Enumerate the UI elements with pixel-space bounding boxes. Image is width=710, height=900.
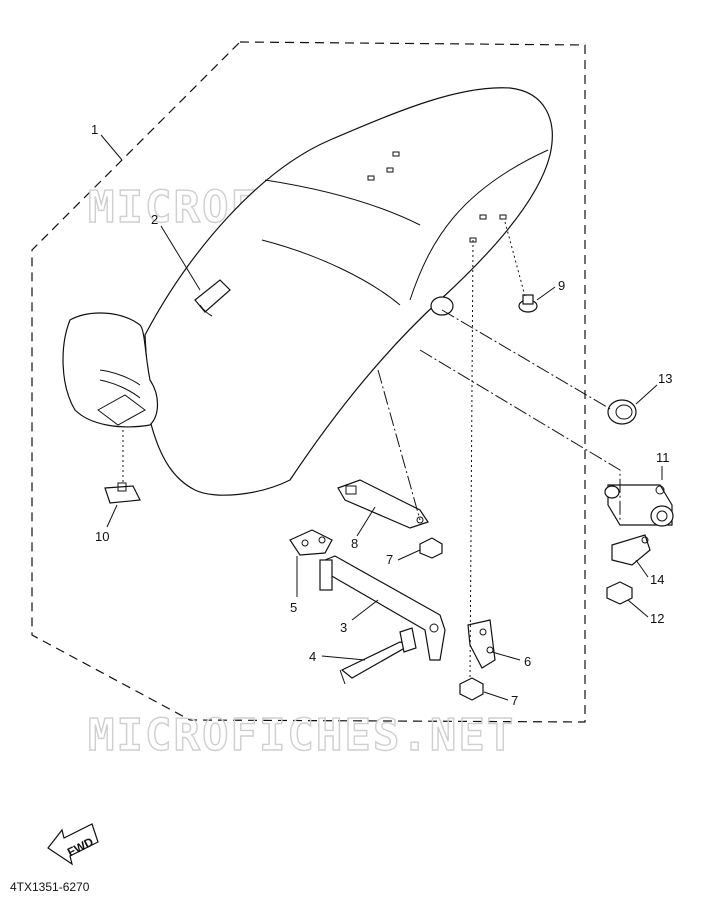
leader-2 xyxy=(160,225,201,291)
assembly-line-6 xyxy=(469,239,474,681)
leader-6 xyxy=(491,651,521,661)
nut-7-upper[interactable] xyxy=(419,537,443,559)
callout-3: 3 xyxy=(340,620,347,635)
seat-strap[interactable] xyxy=(194,279,231,317)
callout-7-lower: 7 xyxy=(511,693,518,708)
leader-7b xyxy=(483,691,509,701)
callout-11: 11 xyxy=(656,450,670,465)
seat-stay-8[interactable] xyxy=(337,479,429,529)
nut-12[interactable] xyxy=(606,581,633,605)
seat-hook-10[interactable] xyxy=(104,482,141,504)
damper-9[interactable] xyxy=(518,294,538,313)
leader-4 xyxy=(321,655,366,661)
callout-14: 14 xyxy=(650,572,664,587)
callout-8: 8 xyxy=(351,536,358,551)
callout-5: 5 xyxy=(290,600,297,615)
callout-1: 1 xyxy=(91,122,98,137)
leader-7a xyxy=(397,549,421,561)
callout-7-upper: 7 xyxy=(386,552,393,567)
leader-12 xyxy=(627,599,649,618)
assembly-line-9 xyxy=(504,221,526,297)
bracket-6[interactable] xyxy=(467,619,496,669)
diagram-code: 4TX1351-6270 xyxy=(10,880,90,894)
assembly-line-lock xyxy=(441,309,613,411)
assembly-boundary xyxy=(31,41,586,723)
leader-10 xyxy=(106,504,118,528)
callout-12: 12 xyxy=(650,611,664,626)
watermark-bottom: MICROFICHES.NET xyxy=(88,710,515,761)
leader-14 xyxy=(635,559,649,578)
bracket-14[interactable] xyxy=(611,534,651,566)
callout-13: 13 xyxy=(658,371,672,386)
callout-6: 6 xyxy=(524,654,531,669)
lever-4[interactable] xyxy=(339,627,417,685)
fwd-arrow-icon: FWD xyxy=(47,823,99,866)
leader-8 xyxy=(356,506,376,537)
grommet-13[interactable] xyxy=(607,399,637,425)
callout-10: 10 xyxy=(95,529,109,544)
leader-9 xyxy=(536,286,556,301)
assembly-line-lock-hole xyxy=(419,349,621,520)
seat-assembly[interactable] xyxy=(62,87,553,496)
leader-13 xyxy=(635,384,658,405)
callout-2: 2 xyxy=(151,212,158,227)
leader-3 xyxy=(351,599,379,621)
lock-rod-3[interactable] xyxy=(319,555,446,661)
nut-7-lower[interactable] xyxy=(459,677,484,701)
seat-lock-11[interactable] xyxy=(604,484,674,527)
callout-9: 9 xyxy=(558,278,565,293)
leader-1 xyxy=(100,134,123,161)
assembly-line-stay xyxy=(377,369,421,521)
plate-5[interactable] xyxy=(289,529,333,556)
callout-4: 4 xyxy=(309,649,316,664)
